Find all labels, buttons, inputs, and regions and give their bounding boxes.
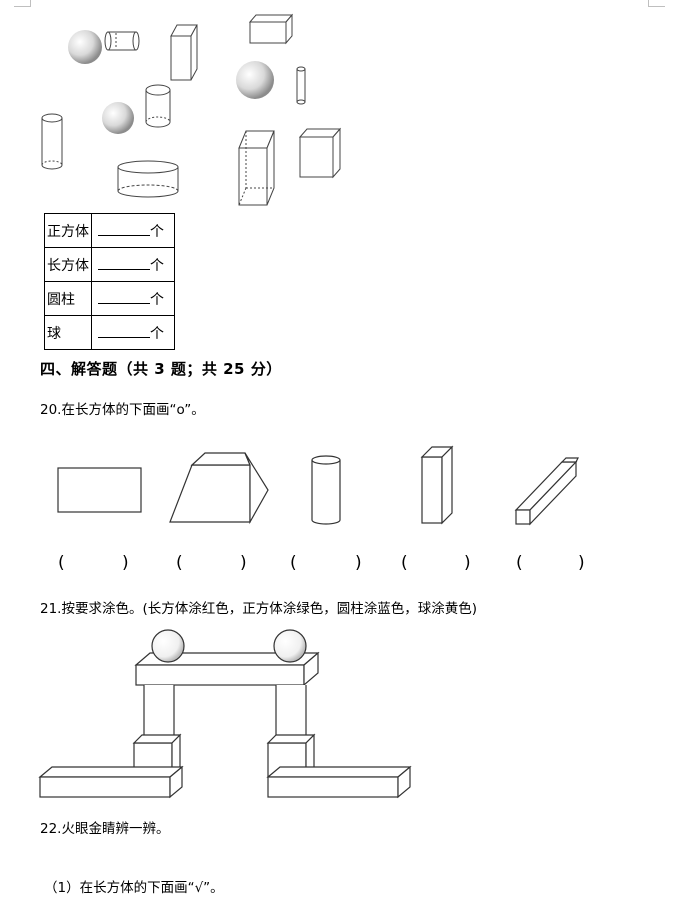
answer-paren-open: ( [176, 553, 183, 573]
cuboid-shape [514, 457, 579, 526]
cylinder-shape [143, 685, 175, 747]
cylinder-shape [275, 685, 307, 747]
count-table: 正方体 个 长方体 个 圆柱 个 球 个 [44, 213, 175, 350]
cylinder-shape [145, 84, 171, 128]
unit-label: 个 [150, 223, 164, 240]
rectangle-shape [57, 467, 142, 513]
sphere-shape [68, 30, 102, 64]
table-row: 球 个 [44, 315, 175, 350]
cuboid-shape [248, 13, 294, 45]
cylinder-shape [311, 455, 341, 525]
answer-paren-open: ( [290, 553, 297, 573]
cylinder-shape [41, 113, 63, 170]
unit-label: 个 [150, 257, 164, 274]
answer-blank[interactable] [98, 257, 150, 270]
cylinder-shape [117, 160, 179, 198]
solids-figure [41, 13, 342, 206]
cuboid-shape [134, 651, 320, 687]
answer-cell[interactable]: 个 [91, 281, 175, 316]
question-20-figure [57, 445, 579, 526]
cuboid-shape [266, 765, 412, 799]
shape-name-cell: 圆柱 [44, 281, 92, 316]
sphere-shape [151, 629, 185, 663]
cuboid-shape [238, 130, 275, 206]
question-21-text: 21.按要求涂色。(长方体涂红色，正方体涂绿色，圆柱涂蓝色，球涂黄色) [40, 601, 478, 617]
cuboid-shape [170, 24, 198, 81]
answer-cell[interactable]: 个 [91, 247, 175, 282]
answer-paren-close: ) [578, 553, 585, 573]
table-row: 正方体 个 [44, 213, 175, 248]
shape-name-cell: 球 [44, 315, 92, 350]
table-row: 圆柱 个 [44, 281, 175, 316]
unit-label: 个 [150, 291, 164, 308]
answer-paren-open: ( [58, 553, 65, 573]
answer-blank[interactable] [98, 223, 150, 236]
question-20-text: 20.在长方体的下面画“o”。 [40, 402, 205, 418]
question-22-text: 22.火眼金睛辨一辨。 [40, 821, 170, 837]
page-corner-mark-right [648, 0, 665, 7]
shape-name-cell: 正方体 [44, 213, 92, 248]
frustum-shape [169, 452, 269, 525]
answer-paren-close: ) [122, 553, 129, 573]
cuboid-shape [38, 765, 184, 799]
shape-name-cell: 长方体 [44, 247, 92, 282]
answer-paren-close: ) [240, 553, 247, 573]
table-row: 长方体 个 [44, 247, 175, 282]
sphere-shape [236, 61, 274, 99]
question-22-1-text: （1）在长方体的下面画“√”。 [44, 880, 224, 896]
answer-blank[interactable] [98, 291, 150, 304]
answer-cell[interactable]: 个 [91, 315, 175, 350]
section-heading: 四、解答题（共 3 题；共 25 分） [40, 360, 282, 378]
cuboid-shape [420, 445, 454, 525]
cylinder-shape [104, 31, 140, 51]
answer-paren-close: ) [464, 553, 471, 573]
answer-paren-open: ( [516, 553, 523, 573]
cylinder-shape [296, 66, 306, 105]
sphere-shape [102, 102, 134, 134]
answer-paren-open: ( [401, 553, 408, 573]
page-corner-mark-left [14, 0, 31, 7]
unit-label: 个 [150, 325, 164, 342]
answer-cell[interactable]: 个 [91, 213, 175, 248]
answer-paren-close: ) [355, 553, 362, 573]
question-21-figure [38, 629, 412, 799]
sphere-shape [273, 629, 307, 663]
answer-blank[interactable] [98, 325, 150, 338]
cube-shape [298, 127, 342, 179]
